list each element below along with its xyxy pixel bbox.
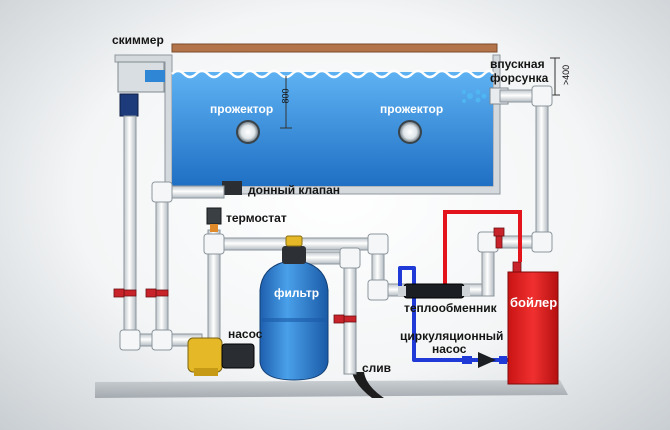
sand-filter bbox=[259, 235, 329, 381]
boiler-tank bbox=[507, 271, 559, 385]
drain-trench bbox=[352, 372, 384, 398]
valves bbox=[113, 227, 522, 324]
circulation-pump-icon bbox=[462, 352, 507, 368]
bottom-valve-label: донный клапан bbox=[248, 183, 341, 197]
thermostat-label: термостат bbox=[226, 211, 287, 225]
water-jet-icon bbox=[462, 89, 487, 103]
pump-label: насос bbox=[228, 327, 263, 341]
white-pipes bbox=[123, 89, 549, 375]
bottom-valve-body bbox=[222, 181, 242, 195]
water-waves bbox=[171, 69, 495, 79]
boiler-label: бойлер bbox=[510, 295, 558, 310]
pool-water bbox=[172, 72, 493, 186]
depth-mark: 800 bbox=[280, 88, 291, 104]
skimmer-label: скиммер bbox=[112, 33, 164, 47]
skimmer-basket bbox=[119, 93, 139, 117]
heat-exchanger-label: теплообменник bbox=[404, 301, 497, 315]
spotlight-left-label: прожектор bbox=[210, 102, 274, 116]
circulation-pump-label-line2: насос bbox=[432, 342, 467, 356]
spotlight-right-label: прожектор bbox=[380, 102, 444, 116]
inlet-nozzle-label-line2: форсунка bbox=[490, 71, 549, 85]
spotlight-left-lamp bbox=[236, 120, 260, 144]
heat-exchanger-body bbox=[403, 283, 465, 299]
hot-water-line bbox=[443, 210, 522, 284]
spotlight-right-lamp bbox=[398, 120, 422, 144]
deck-board bbox=[171, 43, 498, 53]
circulation-pump-label-line1: циркуляционный bbox=[400, 329, 504, 343]
drain-label: слив bbox=[362, 361, 392, 375]
inlet-nozzle-label-line1: впускная bbox=[490, 57, 545, 71]
ground bbox=[95, 380, 568, 398]
main-pump bbox=[187, 337, 255, 376]
thermostat-icon bbox=[206, 207, 222, 232]
height-mark: >400 bbox=[561, 64, 572, 86]
filter-label: фильтр bbox=[274, 286, 320, 300]
